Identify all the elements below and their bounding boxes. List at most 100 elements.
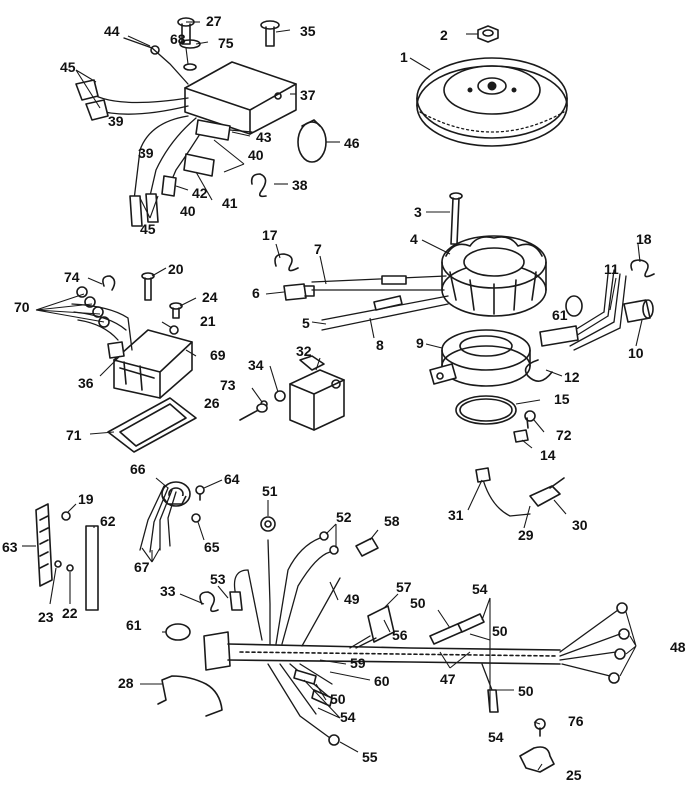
- callout-25: 25: [566, 767, 582, 783]
- callout-62: 62: [100, 513, 116, 529]
- callout-27: 27: [206, 13, 222, 29]
- clip-17-part: [274, 253, 299, 272]
- leader-lines: [22, 21, 643, 771]
- timer-base-part: [429, 329, 531, 387]
- callout-54b: 54: [340, 709, 356, 725]
- callout-48: 48: [670, 639, 686, 655]
- clamp-25-part: [519, 746, 555, 773]
- callout-66: 66: [130, 461, 146, 477]
- clip-12-part: [524, 359, 553, 382]
- callout-61b: 61: [552, 307, 568, 323]
- callout-24: 24: [202, 289, 218, 305]
- screw-20-part: [141, 272, 155, 301]
- washer-75-part: [179, 39, 201, 49]
- lead-wires-52: [275, 531, 339, 645]
- rectifier-part: [113, 329, 193, 399]
- callout-72: 72: [556, 427, 572, 443]
- screw-64-part: [195, 485, 205, 501]
- power-pack-part: [184, 61, 297, 135]
- callout-63: 63: [2, 539, 18, 555]
- screw-65-part: [191, 513, 201, 523]
- cover-62-part: [85, 525, 99, 611]
- connectors-50-upper: [429, 613, 485, 645]
- callout-61a: 61: [126, 617, 142, 633]
- harness-wires-45-39: [75, 79, 197, 227]
- callout-15: 15: [554, 391, 570, 407]
- callout-54c: 54: [488, 729, 504, 745]
- connector-56-57-part: [349, 605, 395, 649]
- callout-50c: 50: [518, 683, 534, 699]
- connector-6-part: [283, 283, 315, 301]
- callout-40: 40: [248, 147, 264, 163]
- retaining-ring-15-part: [455, 395, 517, 425]
- terminal-block-part: [35, 503, 53, 587]
- screw-3-part: [449, 192, 463, 245]
- callout-42: 42: [192, 185, 208, 201]
- spark-plug-lead-part: [475, 467, 531, 517]
- screw-23-part: [54, 560, 62, 568]
- callout-10: 10: [628, 345, 644, 361]
- screw-22-part: [66, 564, 74, 572]
- callout-50b: 50: [492, 623, 508, 639]
- callout-74: 74: [64, 269, 80, 285]
- washer-68-part: [183, 63, 197, 71]
- callout-18: 18: [636, 231, 652, 247]
- callout-39: 39: [108, 113, 124, 129]
- main-harness-part: [203, 631, 561, 671]
- clip-74-part: [102, 275, 116, 291]
- callout-6: 6: [252, 285, 260, 301]
- solenoid-wires-67: [139, 485, 177, 553]
- callout-9: 9: [416, 335, 424, 351]
- callout-54a: 54: [472, 581, 488, 597]
- ignition-coil-part: [289, 355, 345, 431]
- callout-1: 1: [400, 49, 408, 65]
- callout-53: 53: [210, 571, 226, 587]
- callout-52: 52: [336, 509, 352, 525]
- ground-wire-44-part: [123, 37, 189, 85]
- clamp-61-left-part: [165, 623, 191, 641]
- clip-38-part: [250, 173, 267, 198]
- flywheel-part: [416, 57, 568, 147]
- callout-36: 36: [78, 375, 94, 391]
- screw-72-part: [524, 410, 536, 429]
- callout-22: 22: [62, 605, 78, 621]
- washer-34-part: [274, 390, 286, 402]
- callout-68: 68: [170, 31, 186, 47]
- connector-10-part: [623, 299, 654, 323]
- callout-65: 65: [204, 539, 220, 555]
- callout-57: 57: [396, 579, 412, 595]
- washer-21-part: [169, 325, 179, 335]
- callout-34: 34: [248, 357, 264, 373]
- callout-2: 2: [440, 27, 448, 43]
- clip-14-part: [513, 429, 529, 443]
- fuse-holder-53-part: [229, 569, 263, 641]
- callout-51: 51: [262, 483, 278, 499]
- callout-33: 33: [160, 583, 176, 599]
- callout-75: 75: [218, 35, 234, 51]
- callout-26: 26: [204, 395, 220, 411]
- callout-69: 69: [210, 347, 226, 363]
- connector-58-part: [355, 537, 379, 557]
- wire-bundle-11: [539, 269, 627, 351]
- screw-19-part: [61, 511, 71, 521]
- harness-branch-48: [559, 602, 630, 684]
- callout-73: 73: [220, 377, 236, 393]
- callout-31: 31: [448, 507, 464, 523]
- callout-7: 7: [314, 241, 322, 257]
- ring-terminal-51: [260, 516, 276, 645]
- callout-12: 12: [564, 369, 580, 385]
- callout-19: 19: [78, 491, 94, 507]
- screw-76-part: [534, 718, 546, 737]
- gasket-71-part: [107, 397, 197, 453]
- callout-46: 46: [344, 135, 360, 151]
- callout-21: 21: [200, 313, 216, 329]
- callout-50d: 50: [330, 691, 346, 707]
- callout-71: 71: [66, 427, 82, 443]
- callout-28: 28: [118, 675, 134, 691]
- callout-64: 64: [224, 471, 240, 487]
- clamp-61-right-part: [565, 295, 583, 317]
- callout-30: 30: [572, 517, 588, 533]
- callout-11: 11: [604, 261, 619, 277]
- screw-26-part: [239, 403, 268, 421]
